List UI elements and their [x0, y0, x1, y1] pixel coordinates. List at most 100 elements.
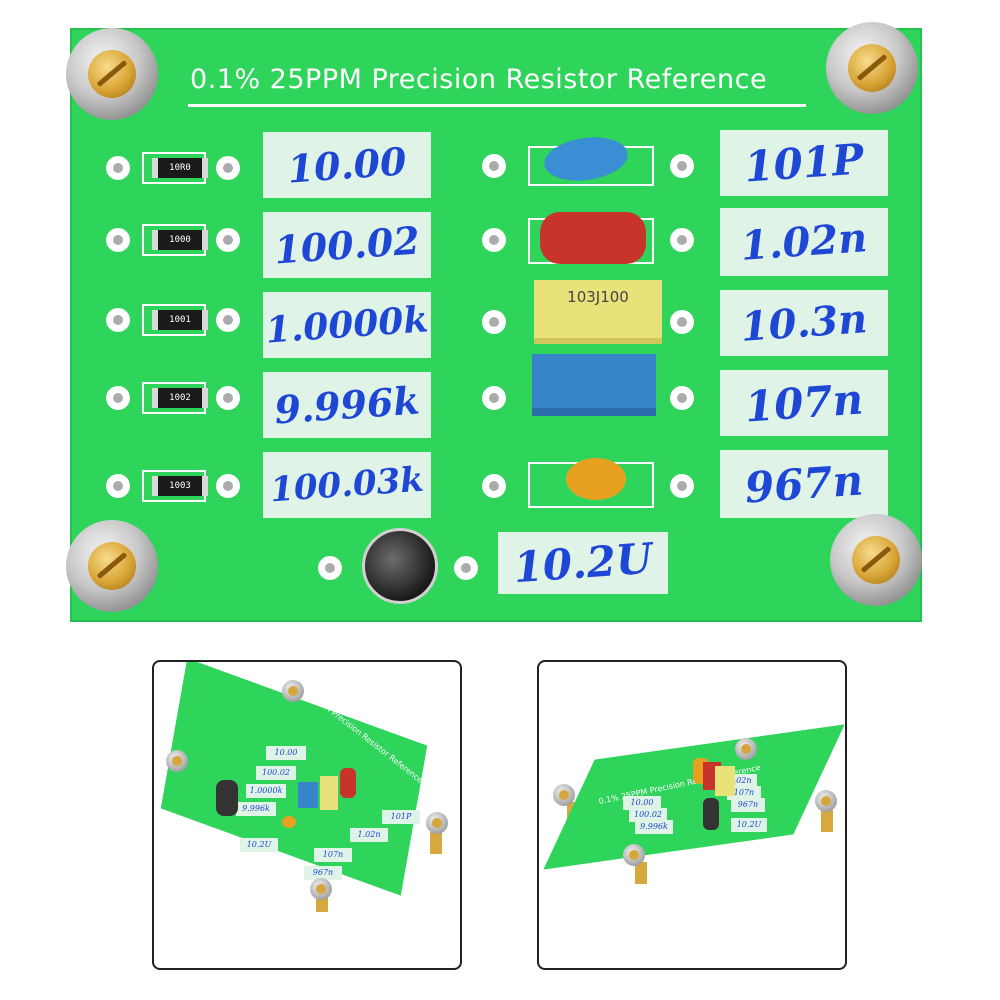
handwritten-value: 9.996k: [272, 377, 422, 433]
handwritten-value: 107n: [743, 374, 865, 432]
standoff-leg: [430, 832, 442, 854]
mounting-nut-icon: [826, 22, 918, 114]
mini-label: 967n: [731, 798, 765, 812]
mini-label: 101P: [382, 810, 420, 824]
electrolytic-capacitor: [362, 528, 438, 604]
mini-label: 967n: [304, 866, 342, 880]
value-label: 100.02: [263, 212, 431, 278]
solder-pad: [482, 154, 506, 178]
solder-pad: [106, 308, 130, 332]
mini-label: 100.02: [629, 808, 667, 822]
handwritten-value: 1.02n: [739, 214, 869, 270]
value-label: 107n: [720, 370, 888, 436]
handwritten-value: 101P: [742, 134, 866, 192]
box-film-capacitor: [532, 354, 656, 416]
solder-pad: [454, 556, 478, 580]
handwritten-value: 967n: [743, 455, 865, 513]
mounting-nut-icon: [830, 514, 922, 606]
handwritten-value: 10.2U: [511, 533, 654, 593]
smd-resistor: 10R0: [152, 158, 208, 178]
resistor-footprint: 1003: [142, 470, 208, 502]
solder-pad: [106, 474, 130, 498]
solder-pad: [670, 386, 694, 410]
handwritten-value: 100.02: [272, 217, 422, 273]
mini-capacitor: [298, 782, 318, 808]
solder-pad: [670, 154, 694, 178]
solder-pad: [482, 386, 506, 410]
solder-pad: [318, 556, 342, 580]
thumbnail-angled-view-1: 0.1% 25PPM Precision Resistor Reference …: [152, 660, 462, 970]
pcb-board: 0.1% 25PPM Precision Resistor Reference …: [70, 28, 922, 622]
mini-label: 1.02n: [350, 828, 388, 842]
value-label: 100.03k: [263, 452, 431, 518]
resistor-footprint: 1000: [142, 224, 208, 256]
solder-pad: [670, 228, 694, 252]
mini-nut-icon: [623, 844, 645, 866]
solder-pad: [216, 228, 240, 252]
value-label: 1.0000k: [263, 292, 431, 358]
smd-resistor: 1001: [152, 310, 208, 330]
solder-pad: [670, 310, 694, 334]
smd-resistor: 1000: [152, 230, 208, 250]
mini-label: 1.0000k: [246, 784, 286, 798]
thumbnail-angled-view-2: 0.1% 25PPM Precision Resistor Reference …: [537, 660, 847, 970]
solder-pad: [106, 156, 130, 180]
mini-nut-icon: [735, 738, 757, 760]
value-label: 10.2U: [498, 532, 668, 594]
handwritten-value: 10.3n: [739, 295, 869, 351]
mini-label: 107n: [314, 848, 352, 862]
board-title: 0.1% 25PPM Precision Resistor Reference: [190, 64, 768, 95]
mini-capacitor: [340, 768, 356, 798]
solder-pad: [670, 474, 694, 498]
value-label: 1.02n: [720, 208, 888, 276]
solder-pad: [482, 228, 506, 252]
mini-label: 107n: [727, 786, 761, 800]
mini-label: 100.02: [256, 766, 296, 780]
ceramic-capacitor: [566, 458, 626, 500]
mini-label: 10.00: [266, 746, 306, 760]
mini-capacitor: [320, 776, 338, 810]
solder-pad: [216, 386, 240, 410]
solder-pad: [106, 386, 130, 410]
standoff-leg: [635, 862, 647, 884]
mini-label: 10.2U: [240, 838, 278, 852]
solder-pad: [216, 308, 240, 332]
smd-resistor: 1003: [152, 476, 208, 496]
value-label: 10.3n: [720, 290, 888, 356]
mini-capacitor: [715, 766, 735, 796]
film-capacitor: [540, 212, 646, 264]
mini-label: 9.996k: [635, 820, 673, 834]
value-label: 9.996k: [263, 372, 431, 438]
mini-electrolytic: [216, 780, 238, 816]
value-label: 10.00: [263, 132, 431, 198]
resistor-footprint: 1002: [142, 382, 208, 414]
mini-label: 10.00: [623, 796, 661, 810]
mini-nut-icon: [815, 790, 837, 812]
standoff-leg: [821, 810, 833, 832]
solder-pad: [106, 228, 130, 252]
box-film-capacitor: 103J100: [534, 280, 662, 344]
smd-resistor: 1002: [152, 388, 208, 408]
mini-nut-icon: [282, 680, 304, 702]
mounting-nut-icon: [66, 28, 158, 120]
value-label: 101P: [720, 130, 888, 196]
mini-nut-icon: [310, 878, 332, 900]
mini-nut-icon: [426, 812, 448, 834]
title-underline: [188, 104, 806, 107]
mini-label: 9.996k: [236, 802, 276, 816]
mini-label: 10.2U: [731, 818, 767, 832]
handwritten-value: 1.0000k: [264, 298, 430, 352]
handwritten-value: 100.03k: [268, 459, 426, 511]
value-label: 967n: [720, 450, 888, 518]
solder-pad: [482, 474, 506, 498]
resistor-footprint: 1001: [142, 304, 208, 336]
solder-pad: [482, 310, 506, 334]
handwritten-value: 10.00: [286, 138, 408, 192]
mini-nut-icon: [166, 750, 188, 772]
resistor-footprint: 10R0: [142, 152, 208, 184]
mini-capacitor: [282, 816, 296, 828]
mini-nut-icon: [553, 784, 575, 806]
solder-pad: [216, 474, 240, 498]
mini-pcb: [543, 724, 845, 870]
mini-electrolytic: [703, 798, 719, 830]
